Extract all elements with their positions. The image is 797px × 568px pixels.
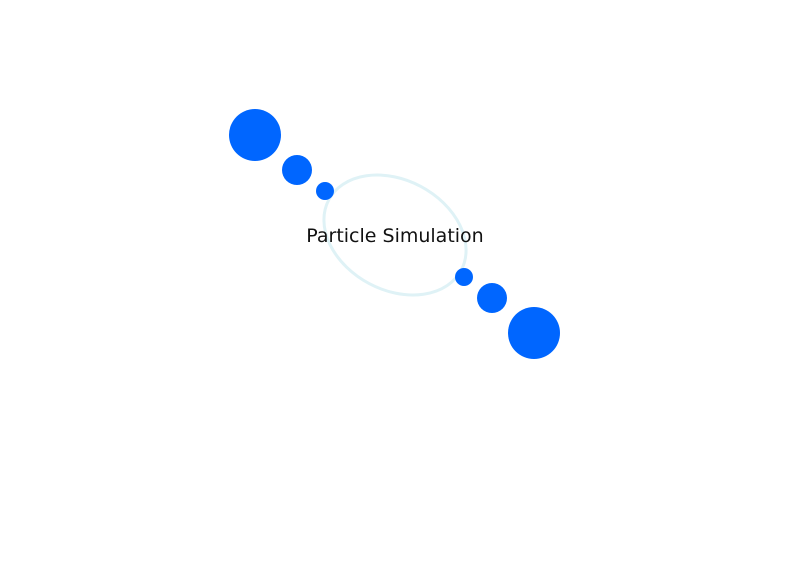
particle bbox=[316, 182, 334, 200]
particle bbox=[477, 283, 507, 313]
particle bbox=[508, 307, 560, 359]
particle bbox=[455, 268, 473, 286]
particle bbox=[229, 109, 281, 161]
simulation-title: Particle Simulation bbox=[306, 225, 484, 247]
particle bbox=[282, 155, 312, 185]
